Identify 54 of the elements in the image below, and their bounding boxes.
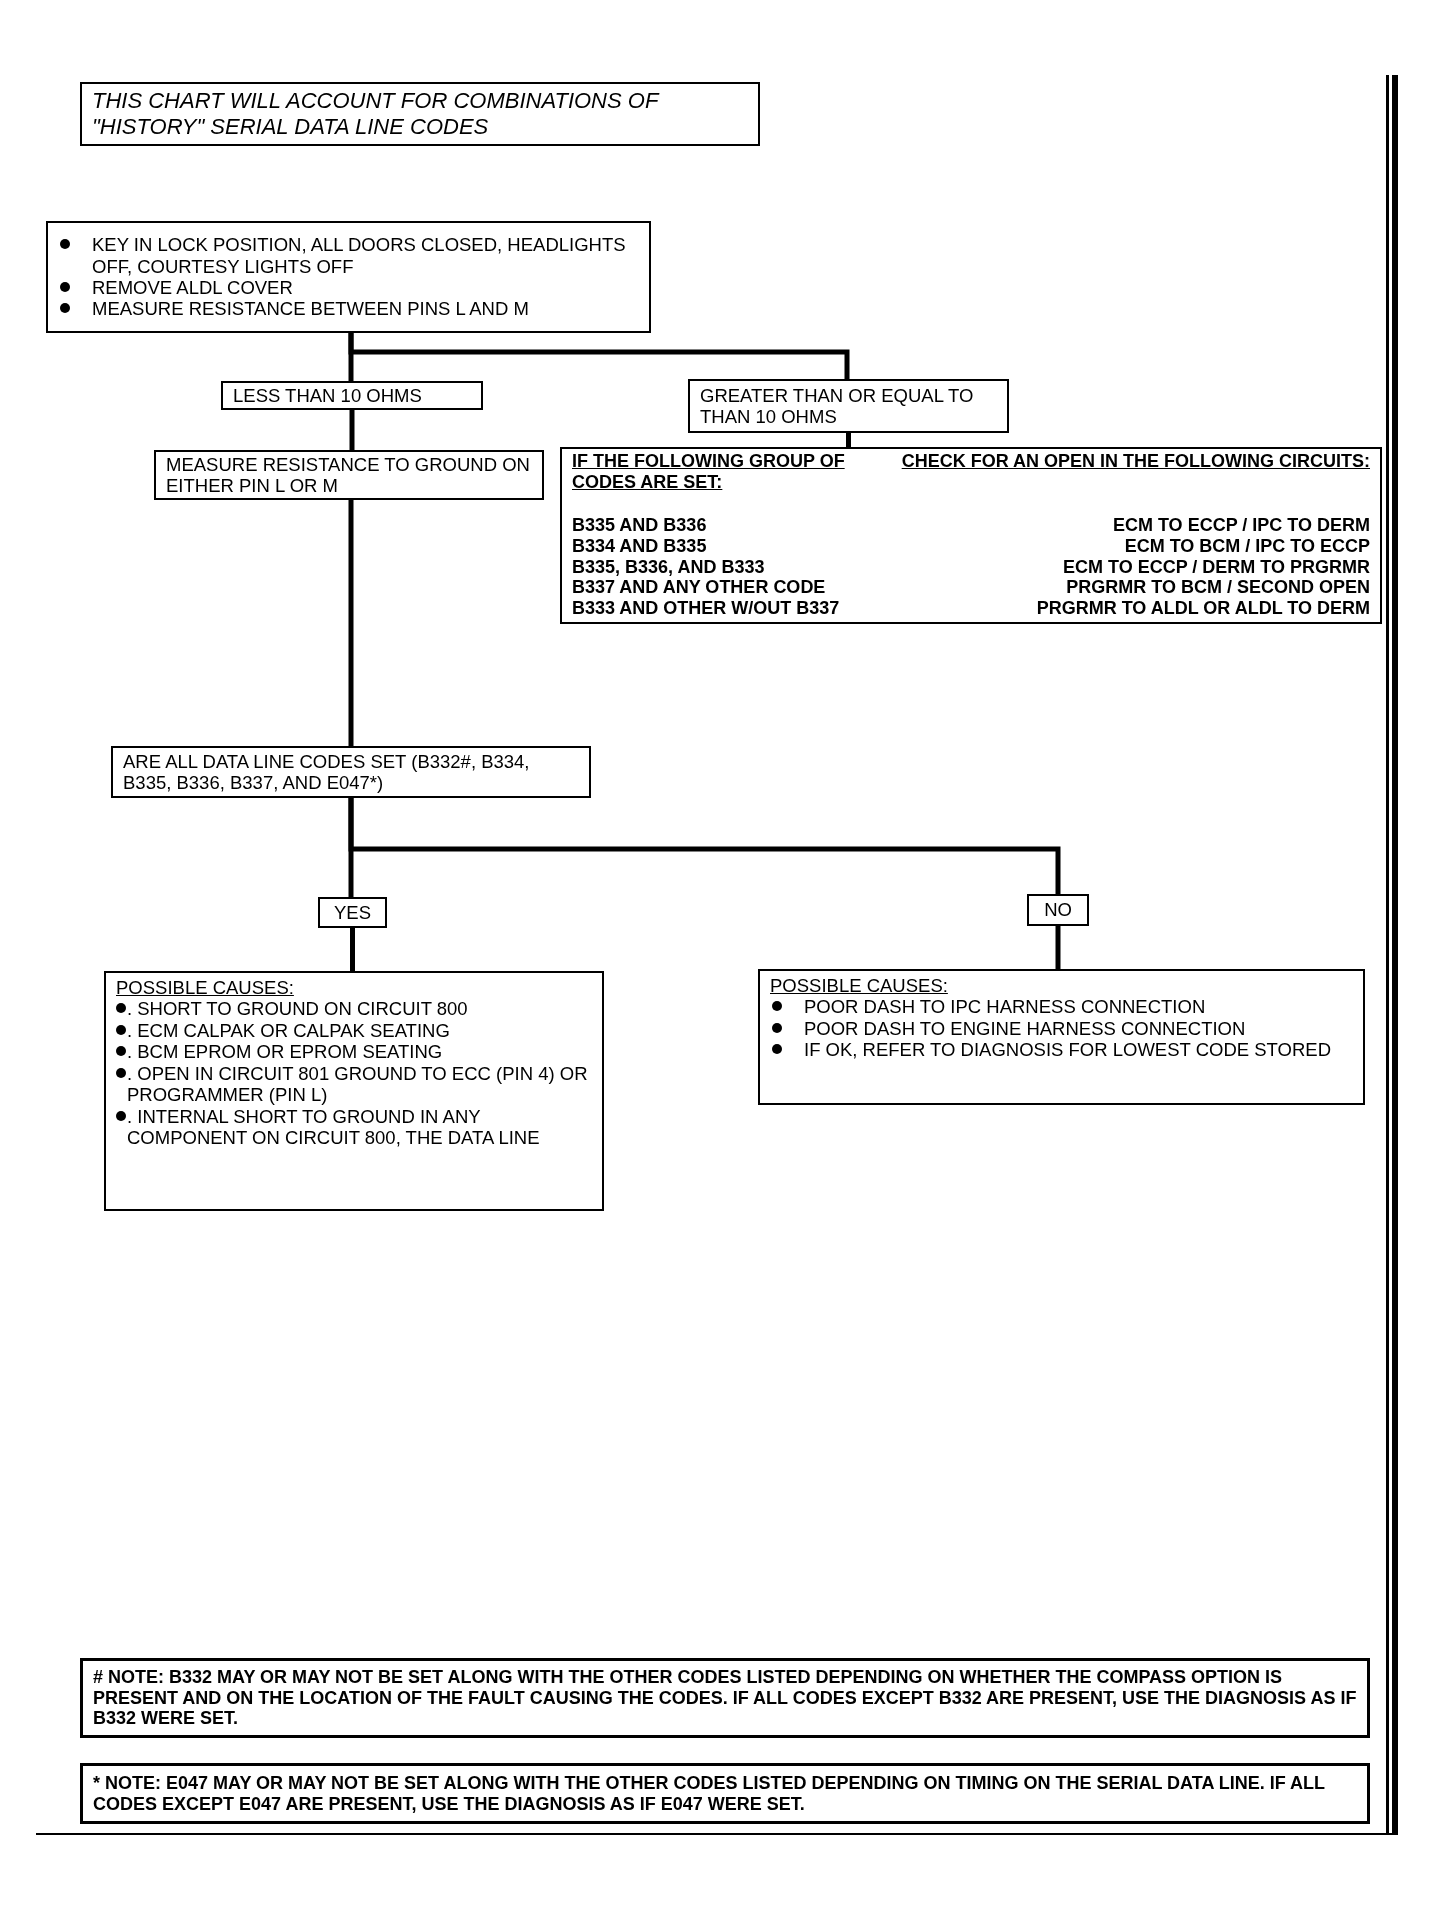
box-text: GREATER THAN OR EQUAL TO THAN 10 OHMS	[700, 384, 975, 428]
note-box	[80, 1658, 1370, 1738]
instruction-text: KEY IN LOCK POSITION, ALL DOORS CLOSED, HEADLIGHTS OFF, COURTESY LIGHTS OFF	[92, 234, 627, 277]
instruction-box	[46, 221, 651, 333]
cause-text: POOR DASH TO ENGINE HARNESS CONNECTION	[804, 1017, 1246, 1040]
note-text: # NOTE: B332 MAY OR MAY NOT BE SET ALONG WITH THE OTHER CODES LISTED DEPENDING ON WHETHER THE COMPASS OPTION IS PRESENT AND ON THE LOCATION OF THE FAULT CAUSING THE CODES. IF ALL CODES EXCEPT B332 ARE PRESENT, USE THE DIAGNOSIS AS IF B332 WERE SET.	[93, 1666, 1357, 1730]
table-cell-text: ECM TO ECCP / DERM TO PRGRMR	[1061, 556, 1370, 578]
table-cell-text: B333 AND OTHER W/OUT B337	[572, 598, 841, 620]
connector-line	[348, 798, 1061, 894]
table-cell-text: B335, B336, AND B333	[572, 556, 766, 578]
cause-text: . ECM CALPAK OR CALPAK SEATING	[127, 1019, 450, 1042]
note-box	[80, 1763, 1370, 1824]
connector-line	[348, 333, 850, 379]
table-cell-text: PRGRMR TO ALDL OR ALDL TO DERM	[1035, 598, 1370, 620]
causes-heading: POSSIBLE CAUSES:	[116, 977, 295, 999]
decision-label-box	[1027, 894, 1089, 926]
table-cell-text: B335 AND B336	[572, 514, 708, 536]
table-header: IF THE FOLLOWING GROUP OF CODES ARE SET:	[572, 451, 846, 493]
connector-line	[1055, 926, 1061, 969]
cause-text: . OPEN IN CIRCUIT 801 GROUND TO ECC (PIN 4) OR PROGRAMMER (PIN L)	[127, 1062, 589, 1106]
cause-text: . INTERNAL SHORT TO GROUND IN ANY COMPONENT ON CIRCUIT 800, THE DATA LINE	[127, 1105, 541, 1149]
note-text: * NOTE: E047 MAY OR MAY NOT BE SET ALONG WITH THE OTHER CODES LISTED DEPENDING ON TIMING ON THE SERIAL DATA LINE. IF ALL CODES EXCEPT E047 ARE PRESENT, USE THE DIAGNOSIS AS IF E047 WERE SET.	[93, 1772, 1326, 1815]
causes-box	[758, 969, 1365, 1105]
branch-label: NO	[1043, 899, 1073, 921]
box-text: MEASURE RESISTANCE TO GROUND ON EITHER PIN L OR M	[166, 453, 531, 497]
connector-line	[348, 500, 354, 746]
process-box	[111, 746, 591, 798]
chart-title: THIS CHART WILL ACCOUNT FOR COMBINATIONS OF "HISTORY" SERIAL DATA LINE CODES	[92, 88, 661, 140]
table-cell-text: B334 AND B335	[572, 535, 708, 557]
cause-text: POOR DASH TO IPC HARNESS CONNECTION	[804, 996, 1206, 1018]
table-cell-text: ECM TO ECCP / IPC TO DERM	[1111, 514, 1370, 536]
process-box	[688, 379, 1009, 433]
table-cell-text: PRGRMR TO BCM / SECOND OPEN	[1065, 577, 1370, 599]
process-box	[221, 381, 483, 410]
connector-line	[349, 410, 355, 450]
table-cell-text: ECM TO BCM / IPC TO ECCP	[1123, 535, 1370, 557]
causes-box	[104, 971, 604, 1211]
chart-title-box	[80, 82, 760, 146]
box-text: LESS THAN 10 OHMS	[233, 384, 423, 407]
connector-line	[846, 433, 851, 447]
branch-label: YES	[333, 901, 372, 924]
cause-text: . SHORT TO GROUND ON CIRCUIT 800	[127, 998, 468, 1020]
causes-heading: POSSIBLE CAUSES:	[770, 975, 949, 997]
table-header: CHECK FOR AN OPEN IN THE FOLLOWING CIRCUITS:	[901, 451, 1370, 473]
box-text: ARE ALL DATA LINE CODES SET (B332#, B334, B335, B336, B337, AND E047*)	[123, 750, 531, 794]
cause-text: IF OK, REFER TO DIAGNOSIS FOR LOWEST CODE STORED	[804, 1039, 1331, 1061]
connector-line	[350, 928, 355, 971]
table-cell-text: B337 AND ANY OTHER CODE	[572, 577, 827, 599]
code-table-box	[560, 447, 1382, 624]
process-box	[154, 450, 544, 500]
cause-text: . BCM EPROM OR EPROM SEATING	[127, 1041, 443, 1063]
instruction-text: MEASURE RESISTANCE BETWEEN PINS L AND M	[92, 298, 529, 320]
instruction-text: REMOVE ALDL COVER	[92, 277, 293, 299]
decision-label-box	[318, 897, 387, 928]
